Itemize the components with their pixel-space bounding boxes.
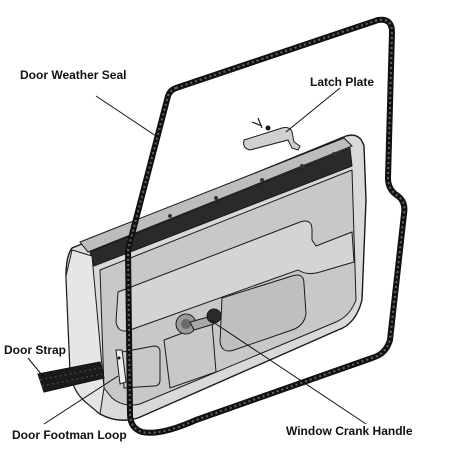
- leader-window-crank-handle: [209, 319, 367, 425]
- leader-lines: [27, 87, 367, 425]
- door-upper-recess: [115, 220, 355, 332]
- armrest-recess: [219, 274, 307, 352]
- window-crank-handle-part: [175, 308, 222, 335]
- leader-door-footman-loop: [43, 375, 119, 425]
- leader-door-weather-seal: [95, 95, 157, 137]
- door-weather-seal-texture: [126, 18, 406, 434]
- door-top-rail: [79, 137, 353, 253]
- door-strap-part: [37, 361, 105, 393]
- latch-plate-part: [243, 117, 301, 151]
- label-door-weather-seal: Door Weather Seal: [20, 68, 127, 82]
- leader-latch-plate: [285, 87, 341, 133]
- door-footman-loop-part: [115, 349, 127, 385]
- label-door-strap: Door Strap: [4, 343, 67, 357]
- label-door-footman-loop: Door Footman Loop: [12, 428, 127, 442]
- label-window-crank-handle: Window Crank Handle: [286, 424, 413, 438]
- door-top-holes: [168, 152, 336, 218]
- door-small-pocket: [121, 345, 161, 389]
- label-latch-plate: Latch Plate: [310, 75, 375, 89]
- leader-door-strap: [27, 357, 47, 381]
